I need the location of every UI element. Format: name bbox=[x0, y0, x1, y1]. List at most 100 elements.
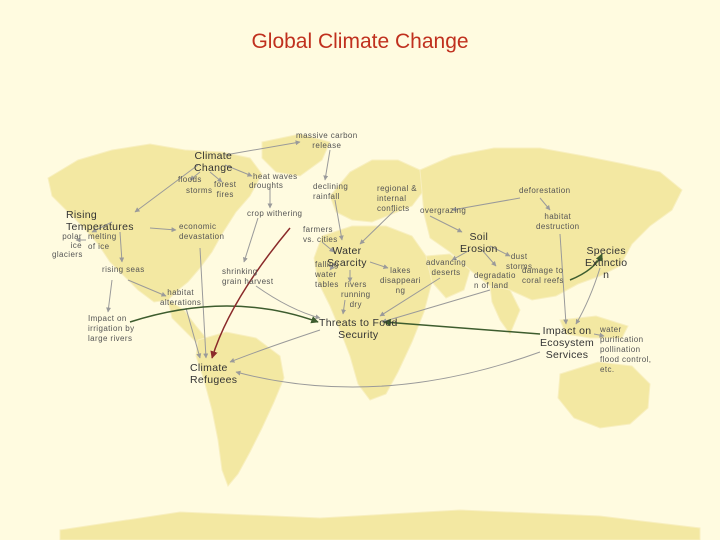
arrow-climate-to-heat bbox=[224, 164, 253, 177]
arrow-ecosystem-to-threats bbox=[383, 318, 541, 335]
node-label-line: lakes bbox=[390, 266, 411, 275]
arrow-climate-to-floods bbox=[189, 171, 201, 181]
arrow-seas-to-irrigation bbox=[106, 279, 113, 313]
node-label-line: ng bbox=[395, 286, 406, 295]
node-label-line: Change bbox=[194, 162, 233, 174]
continent-europe bbox=[329, 159, 425, 223]
arrow-rainfall-to-water bbox=[334, 199, 344, 241]
node-rising-seas: rising seas bbox=[102, 265, 145, 275]
node-label-line: Ecosystem bbox=[540, 337, 595, 349]
node-storms: storms bbox=[186, 186, 212, 196]
continent-india bbox=[489, 285, 521, 336]
arrow-water-to-lakes bbox=[369, 261, 389, 269]
arrow-water-to-tables bbox=[329, 261, 337, 271]
arrow-climate-to-carbon bbox=[224, 140, 301, 156]
node-label-line: grain harvest bbox=[222, 277, 274, 286]
node-floods: floods bbox=[178, 175, 202, 185]
node-label-line: Security bbox=[338, 329, 379, 341]
arrow-degradation-to-threats bbox=[381, 289, 491, 324]
node-label-line: Climate bbox=[194, 150, 233, 162]
arrow-habitat-alt-to-refugees bbox=[185, 307, 202, 359]
node-label-line: regional & bbox=[377, 184, 418, 193]
node-label-line: n of land bbox=[474, 281, 509, 290]
node-label-line: running bbox=[341, 290, 371, 299]
continent-south-america bbox=[195, 331, 285, 487]
arrow-ecosystem-to-refugees bbox=[235, 351, 541, 388]
node-label-line: flood control, bbox=[600, 355, 652, 364]
arrow-temperatures-to-economic bbox=[149, 227, 177, 233]
arrow-coral-to-species bbox=[569, 253, 603, 281]
continent-antarctica bbox=[59, 509, 701, 540]
arrow-threats-to-refugees bbox=[229, 329, 321, 363]
arrow-soil-to-dust bbox=[489, 245, 511, 257]
node-crop-withering: crop withering bbox=[247, 209, 302, 219]
node-label-line: purification bbox=[600, 335, 644, 344]
node-label-line: Erosion bbox=[460, 243, 498, 255]
node-overgrazing: overgrazing bbox=[420, 206, 466, 216]
node-label-line: release bbox=[312, 141, 342, 150]
node-label-line: Climate bbox=[190, 362, 228, 374]
node-label-line: large rivers bbox=[88, 334, 133, 343]
node-label-line: water bbox=[600, 325, 622, 334]
node-label-line: Impact on bbox=[88, 314, 127, 323]
node-label-line: disappeari bbox=[380, 276, 421, 285]
node-label-line: storms bbox=[506, 262, 533, 271]
node-label-line: deserts bbox=[431, 268, 461, 277]
node-label-line: crop withering bbox=[247, 209, 303, 218]
node-label-line: Soil bbox=[469, 231, 489, 243]
node-label-line: floods bbox=[178, 175, 202, 184]
node-label-line: Impact on bbox=[542, 325, 592, 337]
node-label-line: pollination bbox=[600, 345, 641, 354]
arrow-deforestation-to-overgrazing bbox=[451, 197, 521, 212]
node-label-line: rivers bbox=[344, 280, 367, 289]
node-label-line: habitat bbox=[544, 212, 572, 221]
arrow-ecosystem-to-water-purification bbox=[593, 332, 605, 338]
node-label-line: farmers bbox=[303, 225, 333, 234]
node-label-line: irrigation by bbox=[88, 324, 135, 333]
node-label-line: falling bbox=[315, 260, 339, 269]
node-label-line: habitat bbox=[167, 288, 195, 297]
node-label-line: etc. bbox=[600, 365, 615, 374]
arrow-climate-to-fires bbox=[209, 171, 223, 183]
node-heat-waves: heat waves bbox=[253, 172, 297, 182]
node-label-line: destruction bbox=[536, 222, 580, 231]
node-label-line: Services bbox=[545, 349, 589, 361]
node-label-line: economic bbox=[179, 222, 217, 231]
node-label-line: degradatio bbox=[474, 271, 516, 280]
node-label-line: glaciers bbox=[52, 250, 83, 259]
arrow-temperatures-to-seas bbox=[119, 231, 125, 263]
arrow-climate-to-temperatures bbox=[134, 164, 199, 213]
arrow-irrigation-to-threats bbox=[129, 305, 319, 324]
node-label-line: melting bbox=[88, 232, 117, 241]
node-label-line: internal bbox=[377, 194, 407, 203]
node-label-line: conflicts bbox=[377, 204, 410, 213]
node-label-line: storms bbox=[186, 186, 213, 195]
node-label-line: water bbox=[315, 270, 337, 279]
arrow-carbon-to-rainfall bbox=[323, 149, 331, 181]
node-label-line: declining bbox=[313, 182, 349, 191]
node-label-line: polar bbox=[62, 232, 82, 241]
node-deforestation: deforestation bbox=[519, 186, 570, 196]
node-label-line: rising seas bbox=[102, 265, 145, 274]
arrow-soil-to-degradation bbox=[481, 249, 497, 267]
node-label-line: rainfall bbox=[313, 192, 340, 201]
arrow-species-to-ecosystem bbox=[575, 267, 601, 325]
arrow-habitat-to-ecosystem bbox=[559, 233, 569, 325]
